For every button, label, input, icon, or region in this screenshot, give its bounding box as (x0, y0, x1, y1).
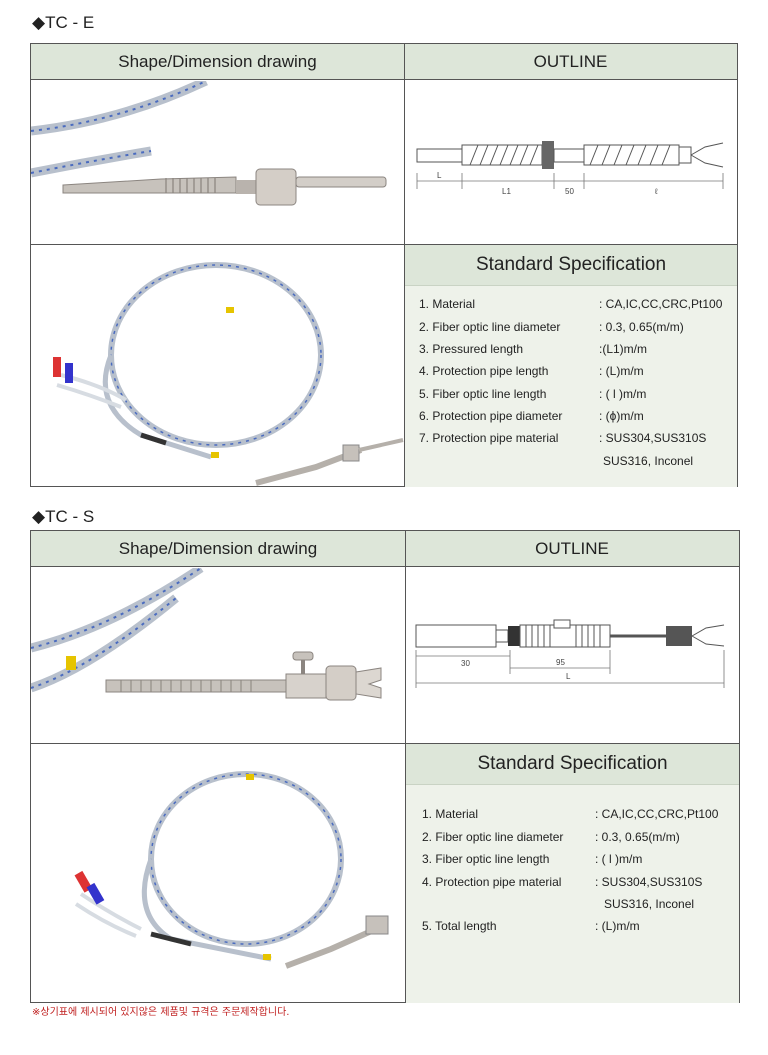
outline-label-total-l: L (566, 672, 571, 681)
footnote: ※상기표에 제시되어 있지않은 제품및 규격은 주문제작합니다. (32, 1007, 290, 1018)
tc-e-coil-photo (31, 245, 404, 487)
outline-label-l1: L1 (502, 187, 511, 196)
shape-drawing-header: Shape/Dimension drawing (31, 44, 404, 80)
section-title-tc-e: ◆TC - E (32, 13, 95, 32)
outline-header: OUTLINE (404, 44, 737, 80)
tc-e-probe-photo (31, 81, 404, 244)
tc-e-spec-panel: Standard Specification 1. Material: CA,I… (405, 245, 737, 487)
tc-s-spec-panel: Standard Specification 1. Material: CA,I… (406, 744, 739, 1003)
shape-drawing-header: Shape/Dimension drawing (31, 531, 405, 567)
section-title-tc-s: ◆TC - S (32, 507, 95, 526)
outline-label-95: 95 (556, 658, 565, 667)
outline-header: OUTLINE (405, 531, 739, 567)
tc-s-spec-title: Standard Specification (406, 744, 739, 785)
outline-label-50: 50 (565, 187, 574, 196)
outline-label-lcurve: ℓ (654, 187, 658, 196)
tc-e-spec-title: Standard Specification (405, 245, 737, 286)
tc-s-outline-drawing: 30 95 L (406, 568, 739, 743)
outline-label-l: L (437, 171, 442, 180)
tc-e-table: Shape/Dimension drawing OUTLINE (30, 43, 738, 487)
tc-e-outline-drawing: L L1 50 ℓ (405, 81, 737, 244)
tc-s-coil-photo (31, 744, 405, 1003)
tc-s-probe-photo (31, 568, 405, 743)
tc-s-table: Shape/Dimension drawing OUTLINE (30, 530, 740, 1003)
outline-label-30: 30 (461, 659, 470, 668)
